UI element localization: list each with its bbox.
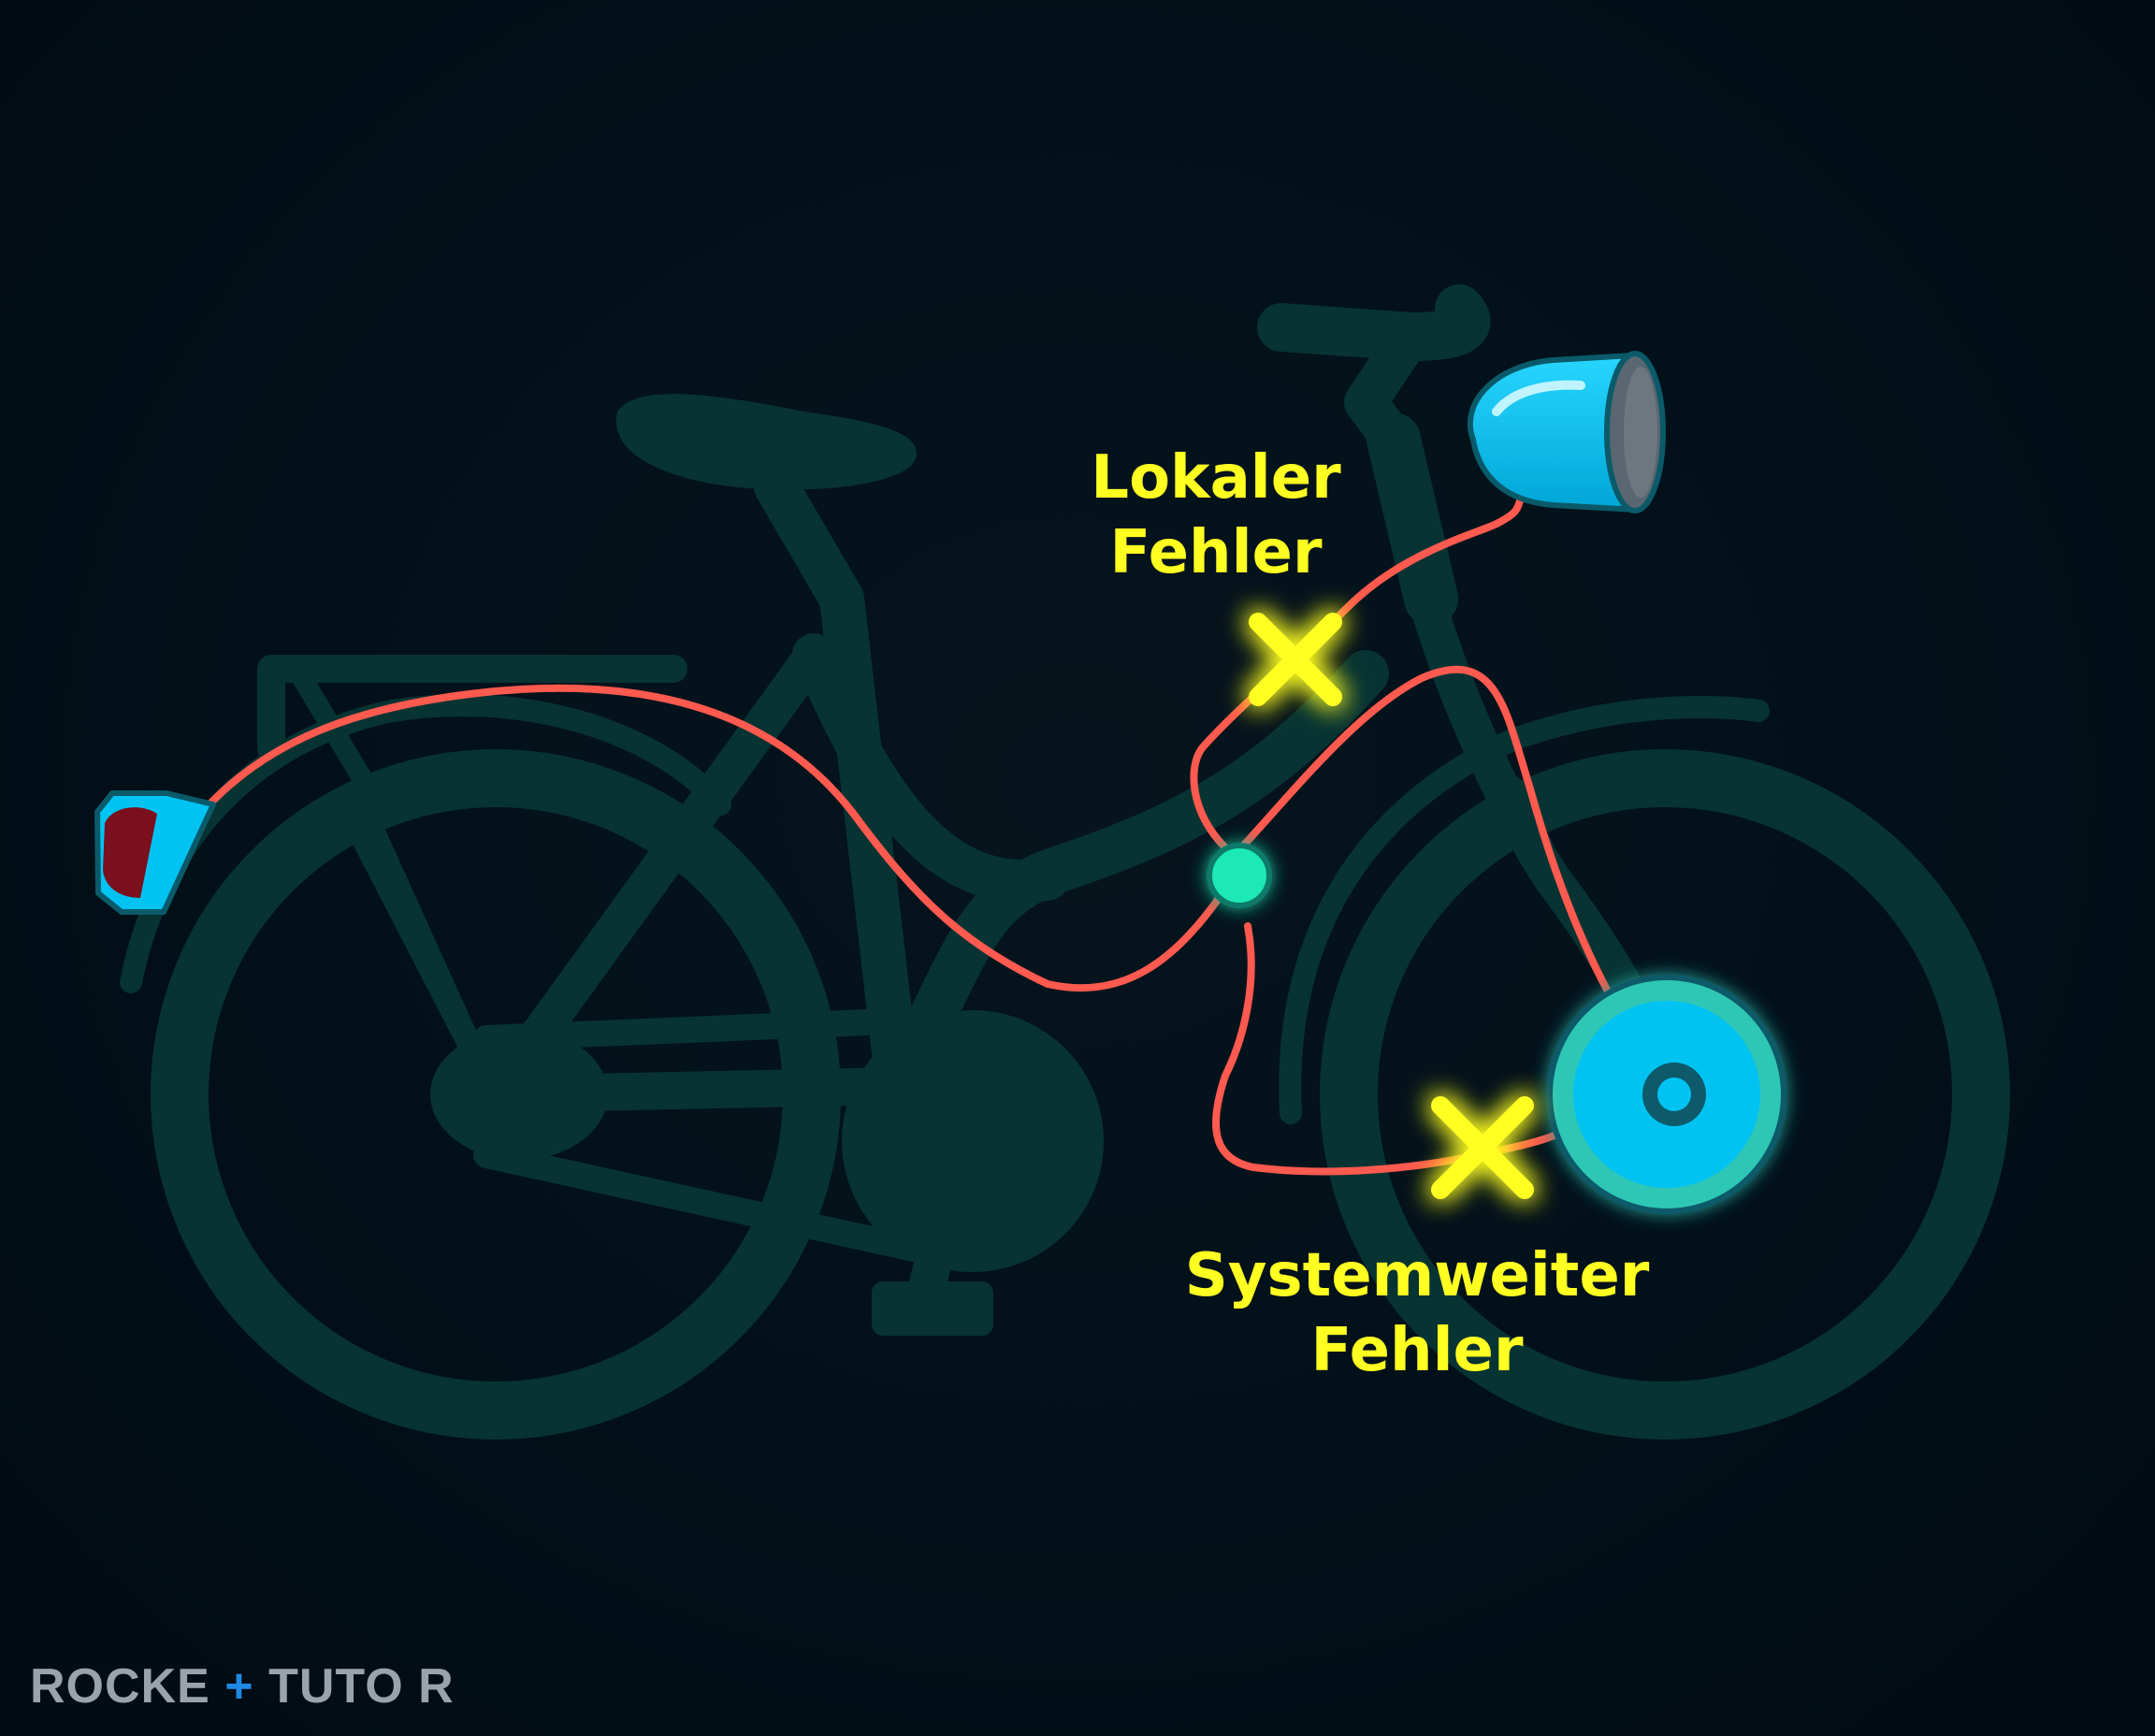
bike-frame (120, 284, 2010, 1439)
logo-part1: ROCKE (30, 1659, 210, 1714)
local-fault-label: Lokaler Fehler (1091, 443, 1341, 587)
seat-stay (477, 636, 832, 1113)
crank-arm (907, 1122, 982, 1309)
local-fault-x-mark-icon (1249, 613, 1342, 706)
system-fault-label-line1: Systemweiter (1185, 1241, 1650, 1310)
wire-junction-to-dynamo-bottom (1212, 922, 1603, 1176)
local-fault-label-line2: Fehler (1110, 518, 1323, 587)
logo-plus-icon: + (224, 1659, 253, 1714)
rear-rack (257, 655, 687, 762)
head-tube (1367, 412, 1458, 626)
hub-dynamo-icon (1547, 975, 1786, 1214)
tail-light-icon (94, 790, 216, 915)
saddle (615, 394, 917, 490)
local-fault-label-line1: Lokaler (1091, 443, 1341, 513)
junction-node-icon (1207, 843, 1272, 908)
headlight-icon (1467, 351, 1666, 514)
system-fault-x-mark-icon (1431, 1096, 1534, 1199)
front-wheel (1320, 749, 2010, 1439)
top-tube (792, 633, 1069, 904)
brand-logo: ROCKE + TUTO R (30, 1659, 455, 1714)
logo-text: ROCKE + TUTO R (30, 1659, 455, 1714)
seat-tube (754, 464, 920, 1107)
system-fault-label-line2: Fehler (1311, 1316, 1524, 1385)
stem (1344, 325, 1425, 461)
logo-part3: R (418, 1659, 455, 1714)
pedal (872, 1281, 993, 1336)
logo-part2: TUTO (268, 1659, 404, 1714)
down-tube (875, 650, 1389, 1108)
wire-tail-to-junction (204, 684, 1238, 992)
handlebar (1257, 284, 1491, 361)
system-fault-label: Systemweiter Fehler (1185, 1241, 1650, 1385)
